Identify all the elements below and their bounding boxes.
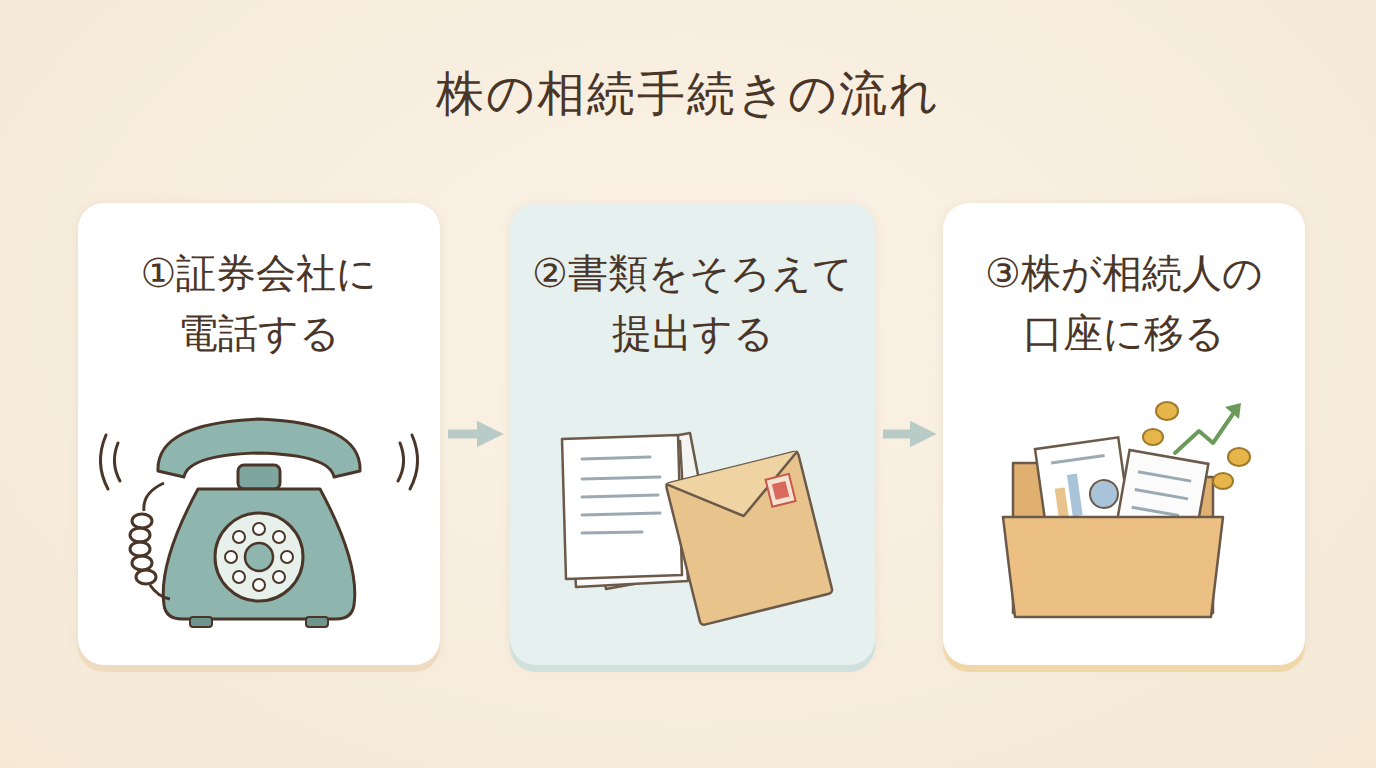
telephone-illustration [78,393,440,653]
flow-arrow [448,430,490,439]
flow-arrow [883,430,923,439]
step-box: ①証券会社に 電話する [78,203,440,665]
step-label: ①証券会社に 電話する [78,203,440,363]
title: 株の相続手続きの流れ [0,62,1376,126]
step-box: ③株が相続人の 口座に移る [943,203,1305,665]
folder-illustration [943,393,1305,653]
documents-illustration [510,393,875,653]
step-box: ②書類をそろえて 提出する [510,203,875,665]
step-label: ②書類をそろえて 提出する [510,203,875,363]
step-label: ③株が相続人の 口座に移る [943,203,1305,363]
